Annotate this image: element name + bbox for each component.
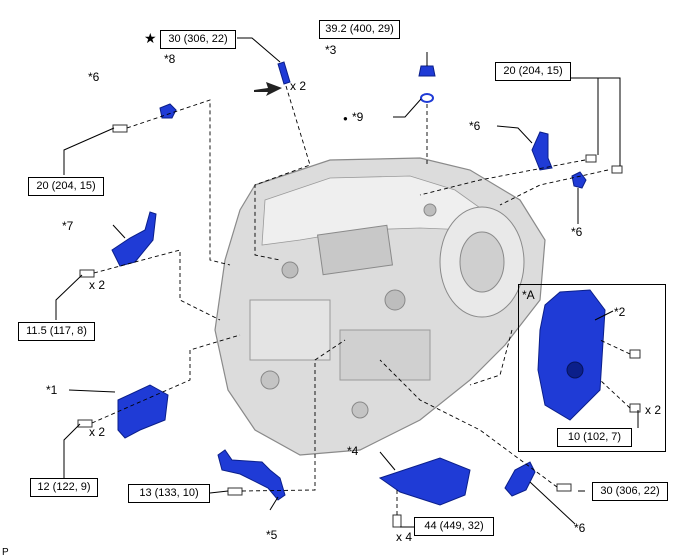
star-symbol: ★ bbox=[144, 30, 157, 46]
callout-a: *A bbox=[522, 288, 535, 302]
bracket-part-4 bbox=[378, 457, 471, 506]
callout-3: *3 bbox=[325, 43, 337, 57]
torque-box-plug: 39.2 (400, 29) bbox=[319, 20, 400, 39]
callout-6-top-right: *6 bbox=[469, 119, 481, 133]
torque-box-sensor: 13 (133, 10) bbox=[128, 484, 210, 503]
bracket-part-6-bottom bbox=[504, 461, 536, 497]
torque-box-bracket-top-right: 20 (204, 15) bbox=[495, 62, 571, 81]
bolt-icon bbox=[611, 165, 623, 174]
callout-4: *4 bbox=[347, 444, 359, 458]
arrow-icon bbox=[254, 82, 282, 96]
callout-6-bottom: *6 bbox=[574, 521, 586, 535]
cover-part-2 bbox=[537, 289, 606, 421]
plug-part-3 bbox=[418, 65, 436, 77]
torque-box-bracket-1: 12 (122, 9) bbox=[30, 478, 98, 497]
callout-5: *5 bbox=[266, 528, 278, 542]
dot-symbol: ● bbox=[343, 114, 348, 123]
qty-pipe: x 2 bbox=[290, 79, 307, 93]
callout-9: *9 bbox=[352, 110, 364, 124]
bolt-icon bbox=[227, 487, 243, 496]
qty-bracket-7: x 2 bbox=[89, 278, 106, 292]
callout-2: *2 bbox=[614, 305, 626, 319]
bracket-part-6-top-right-a bbox=[531, 131, 553, 171]
transmission-case bbox=[214, 157, 546, 456]
bolt-icon bbox=[112, 124, 128, 133]
callout-1: *1 bbox=[46, 383, 58, 397]
torque-box-cover: 10 (102, 7) bbox=[557, 428, 632, 447]
sensor-part-5 bbox=[217, 449, 286, 501]
pipe-part-8 bbox=[277, 61, 291, 85]
bolt-icon bbox=[79, 269, 95, 278]
qty-cover: x 2 bbox=[645, 403, 662, 417]
bolt-icon bbox=[585, 154, 597, 163]
bolt-icon bbox=[556, 483, 572, 492]
torque-box-pipe: 30 (306, 22) bbox=[160, 30, 236, 49]
bolt-icon bbox=[392, 514, 402, 528]
bolt-icon bbox=[77, 419, 93, 428]
callout-6-right: *6 bbox=[571, 225, 583, 239]
corner-mark: P bbox=[2, 547, 9, 558]
qty-bracket-4: x 4 bbox=[396, 530, 413, 544]
torque-box-bracket-4: 44 (449, 32) bbox=[414, 517, 494, 536]
torque-box-bracket-6-bottom: 30 (306, 22) bbox=[592, 482, 668, 501]
bracket-part-7 bbox=[111, 211, 157, 267]
callout-7: *7 bbox=[62, 219, 74, 233]
torque-box-bracket-top-left: 20 (204, 15) bbox=[28, 177, 104, 196]
bracket-part-1 bbox=[117, 384, 169, 439]
inset-frame-a bbox=[518, 284, 666, 452]
callout-8: *8 bbox=[164, 52, 176, 66]
bracket-part-6-top-right-b bbox=[571, 171, 587, 189]
qty-bracket-1: x 2 bbox=[89, 425, 106, 439]
torque-box-bracket-7: 11.5 (117, 8) bbox=[18, 322, 95, 341]
gasket-part-9 bbox=[420, 93, 434, 103]
callout-6-top-left: *6 bbox=[88, 70, 100, 84]
